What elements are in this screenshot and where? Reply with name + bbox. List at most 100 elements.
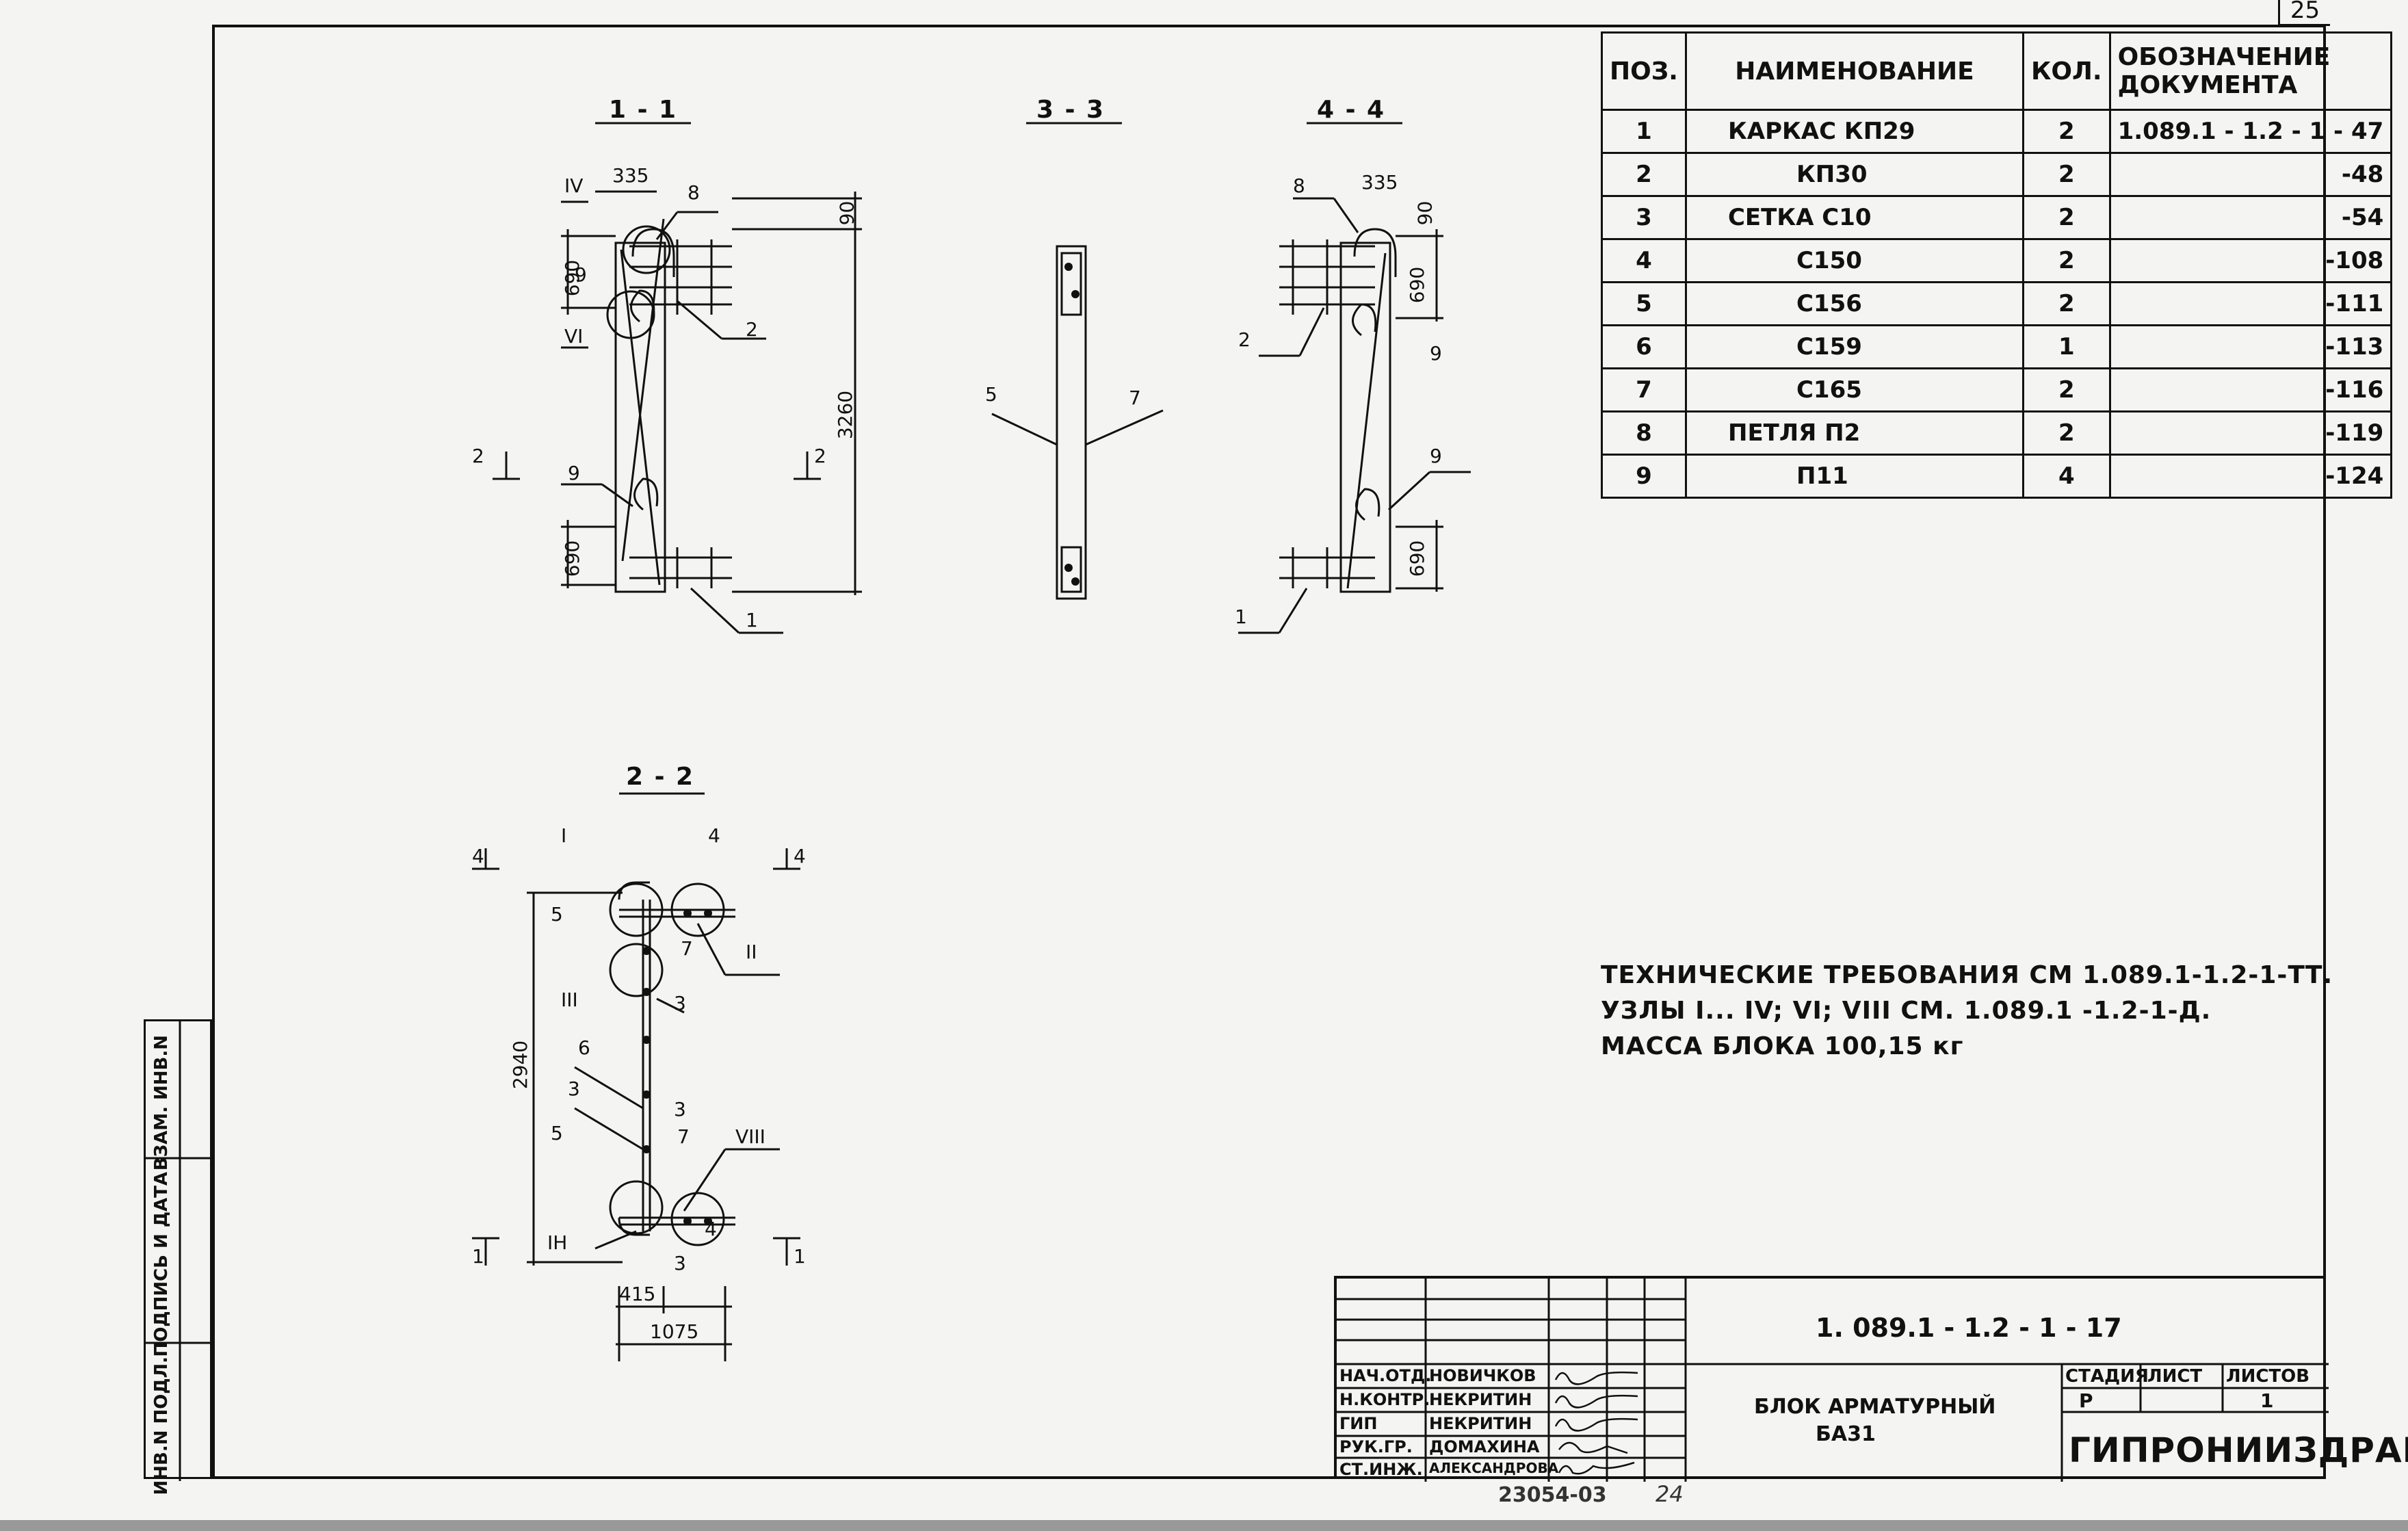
spec-doc: -48 — [2108, 152, 2393, 197]
section-arrow-4-left: 4 — [472, 845, 484, 867]
section-title-4-4: 4 - 4 — [1317, 96, 1386, 124]
dim-90-right: 90 — [1413, 200, 1437, 226]
handwritten-signatures — [1554, 1371, 1638, 1475]
node-ii-label: II — [746, 941, 757, 963]
note-line-1: ТЕХНИЧЕСКИЕ ТРЕБОВАНИЯ СМ 1.089.1-1.2-1-… — [1601, 961, 2333, 989]
vzam-inv-label: ВЗАМ. ИНВ.N — [151, 1035, 172, 1171]
name-novichkov: НОВИЧКОВ — [1429, 1366, 1536, 1385]
spec-name: СЕТКА С10 — [1684, 195, 2024, 240]
drawing-title-code: БА31 — [1816, 1422, 1876, 1446]
side-stamp: ИНВ.N ПОДЛ. ПОДПИСЬ И ДАТА ВЗАМ. ИНВ.N — [144, 1019, 214, 1495]
spec-qty: 2 — [2021, 281, 2111, 326]
sheets-label: ЛИСТОВ — [2226, 1366, 2310, 1387]
pos-5-label: 5 — [551, 903, 563, 926]
spec-name: С165 — [1684, 367, 2024, 413]
section-title-2-2: 2 - 2 — [626, 763, 695, 791]
sheets-value: 1 — [2260, 1389, 2274, 1412]
table-row: 9 П11 4 -124 — [1601, 454, 2393, 499]
table-row: 4 С150 2 -108 — [1601, 238, 2393, 283]
section-4-4-view — [1238, 122, 1471, 634]
section-1-1-view — [493, 122, 862, 634]
pos-8-label: 8 — [688, 181, 700, 204]
node-iii-label: III — [561, 989, 578, 1011]
pos-5-label: 5 — [551, 1122, 563, 1144]
spec-pos: 8 — [1601, 410, 1687, 456]
name-nekritin: НЕКРИТИН — [1429, 1390, 1532, 1409]
section-arrow-2-left: 2 — [472, 445, 484, 467]
pos-3-label: 3 — [674, 1098, 686, 1121]
dim-415: 415 — [619, 1283, 656, 1305]
spec-header-doc: ОБОЗНАЧЕНИЕ ДОКУМЕНТА — [2108, 31, 2393, 111]
spec-name: ПЕТЛЯ П2 — [1684, 410, 2024, 456]
dim-2940: 2940 — [509, 1040, 532, 1090]
node-viii-label: VIII — [735, 1125, 765, 1148]
spec-name: П11 — [1684, 454, 2024, 499]
section-2-2-view — [472, 792, 800, 1361]
sheet-label: ЛИСТ — [2147, 1366, 2203, 1387]
stage-label: СТАДИЯ — [2065, 1366, 2149, 1387]
title-block: 1. 089.1 - 1.2 - 1 - 17 БЛОК АРМАТУРНЫЙ … — [1334, 1276, 2408, 1482]
name-domakhina: ДОМАХИНА — [1429, 1437, 1540, 1456]
organization-name: ГИПРОНИИЗДРАВ — [2069, 1430, 2408, 1470]
spec-doc: -119 — [2108, 410, 2393, 456]
role-n-kontr: Н.КОНТР. — [1339, 1390, 1430, 1409]
page-number: 24 — [1656, 1481, 1684, 1507]
spec-name: КП30 — [1684, 152, 2024, 197]
note-line-3: МАССА БЛОКА 100,15 кг — [1601, 1032, 1964, 1060]
pos-6-label: 6 — [578, 1036, 590, 1059]
stage-value: Р — [2079, 1389, 2093, 1412]
name-nekritin-2: НЕКРИТИН — [1429, 1414, 1532, 1433]
dim-335-right: 335 — [1361, 171, 1398, 194]
dim-90-left: 90 — [835, 200, 859, 226]
spec-name: С156 — [1684, 281, 2024, 326]
pos-9-label: 9 — [1430, 445, 1442, 467]
pos-7-label: 7 — [1129, 387, 1141, 409]
section-3-3-view — [991, 122, 1164, 600]
spec-doc: -111 — [2108, 281, 2393, 326]
role-gip: ГИП — [1339, 1414, 1378, 1433]
inv-podl-label: ИНВ.N ПОДЛ. — [151, 1357, 172, 1495]
table-row: 8 ПЕТЛЯ П2 2 -119 — [1601, 410, 2393, 456]
spec-qty: 2 — [2021, 367, 2111, 413]
section-title-3-3: 3 - 3 — [1036, 96, 1105, 124]
role-nach-otd: НАЧ.ОТД. — [1339, 1366, 1432, 1385]
document-code: 1. 089.1 - 1.2 - 1 - 17 — [1816, 1313, 2122, 1343]
pos-1-label: 1 — [1235, 605, 1247, 628]
dim-690-bottom-left: 690 — [561, 540, 584, 577]
archive-number: 23054-03 — [1498, 1483, 1607, 1507]
section-arrow-2-right: 2 — [814, 445, 826, 467]
spec-pos: 4 — [1601, 238, 1687, 283]
pos-7-label: 7 — [681, 937, 693, 960]
spec-doc: -108 — [2108, 238, 2393, 283]
pos-3-label: 3 — [674, 992, 686, 1015]
specification-table: ПОЗ. НАИМЕНОВАНИЕ КОЛ. ОБОЗНАЧЕНИЕ ДОКУМ… — [1601, 31, 2393, 499]
spec-pos: 5 — [1601, 281, 1687, 326]
pos-1-label: 1 — [746, 609, 758, 631]
table-row: 2 КП30 2 -48 — [1601, 152, 2393, 197]
pos-4-label: 4 — [708, 824, 720, 847]
note-line-2: УЗЛЫ I... IV; VI; VIII СМ. 1.089.1 -1.2-… — [1601, 997, 2212, 1025]
spec-doc: -113 — [2108, 324, 2393, 369]
spec-name: С150 — [1684, 238, 2024, 283]
spec-pos: 6 — [1601, 324, 1687, 369]
dim-690-bottom-right: 690 — [1406, 540, 1429, 577]
dim-1075: 1075 — [650, 1320, 699, 1343]
node-iv-label: IV — [564, 174, 584, 197]
spec-name: КАРКАС КП29 — [1684, 109, 2024, 154]
spec-qty: 2 — [2021, 410, 2111, 456]
pos-3-label: 3 — [568, 1077, 580, 1100]
table-row: 6 С159 1 -113 — [1601, 324, 2393, 369]
spec-qty: 4 — [2021, 454, 2111, 499]
role-ruk-gr: РУК.ГР. — [1339, 1437, 1413, 1456]
spec-header-pos: ПОЗ. — [1601, 31, 1687, 111]
table-row: 1 КАРКАС КП29 2 1.089.1 - 1.2 - 1 - 47 — [1601, 109, 2393, 154]
spec-header-qty: КОЛ. — [2021, 31, 2111, 111]
table-row: 5 С156 2 -111 — [1601, 281, 2393, 326]
section-title-1-1: 1 - 1 — [609, 96, 678, 124]
side-stamp-grid — [146, 1021, 214, 1481]
pos-2-label: 2 — [1238, 328, 1251, 351]
spec-qty: 2 — [2021, 238, 2111, 283]
spec-pos: 9 — [1601, 454, 1687, 499]
spec-pos: 1 — [1601, 109, 1687, 154]
